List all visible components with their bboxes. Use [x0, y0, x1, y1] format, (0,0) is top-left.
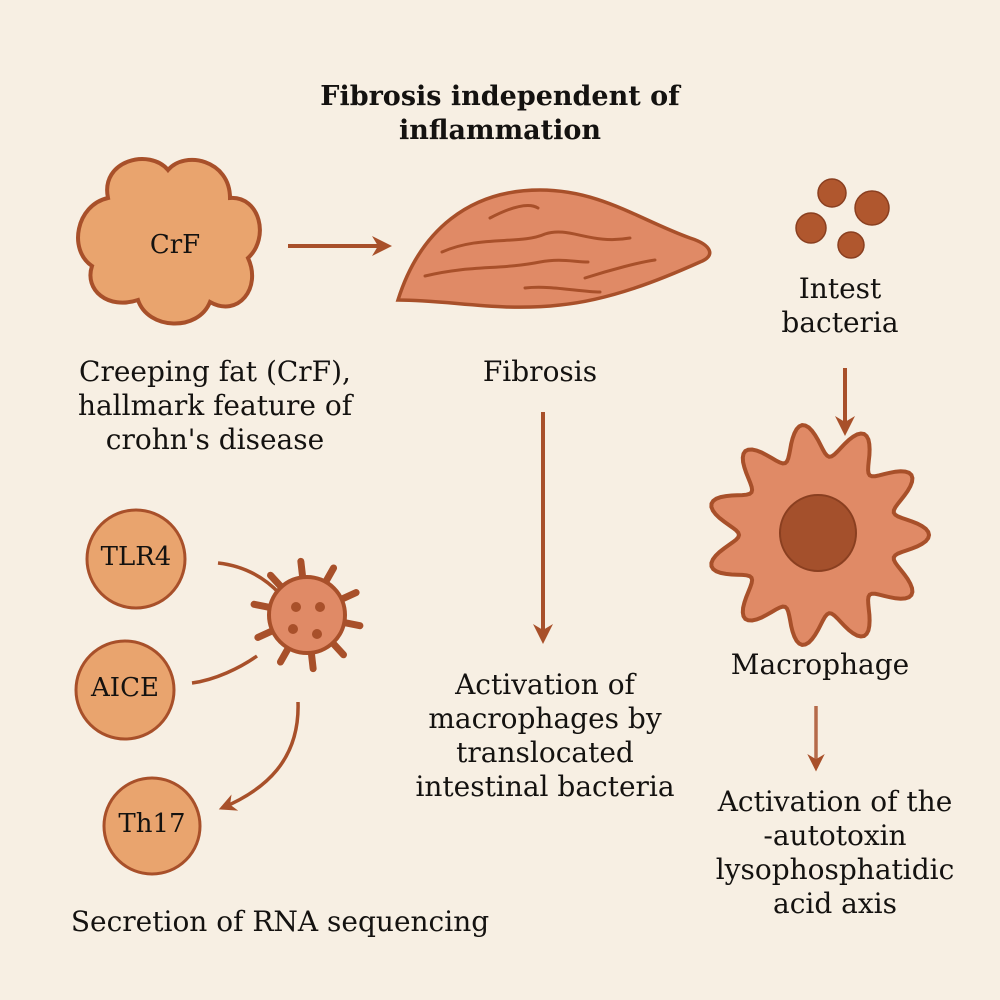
th17-label: Th17 — [118, 809, 186, 839]
arrow-pathogen-to-th17 — [218, 701, 300, 811]
macrophage-cell-shape — [709, 423, 932, 647]
macrophage-caption: Macrophage — [730, 648, 910, 681]
fibrosis-tissue-shape — [395, 188, 712, 309]
bacteria-caption: Intest bacteria — [781, 272, 899, 340]
fibrosis-caption: Fibrosis — [482, 355, 598, 388]
tlr4-node-shape — [85, 508, 187, 610]
th17-node-shape — [102, 776, 202, 876]
connector-aice-to-pathogen — [191, 654, 259, 685]
autotoxin-caption: Activation of the -autotoxin lysophospha… — [715, 785, 955, 921]
macrophage-activation-caption: Activation of macrophages by translocate… — [415, 668, 675, 804]
diagram-title: Fibrosis independent of inflammation — [320, 81, 680, 146]
rna-caption: Secretion of RNA sequencing — [70, 905, 490, 938]
pathogen-icon — [250, 557, 364, 673]
macrophage-nucleus — [779, 494, 857, 572]
intestinal-bacteria-icon — [795, 178, 890, 259]
crf-caption: Creeping fat (CrF), hallmark feature of … — [77, 355, 353, 457]
tlr4-label: TLR4 — [100, 542, 172, 572]
connector-tlr4-to-pathogen — [217, 561, 282, 596]
creeping-fat-shape — [76, 157, 262, 326]
aice-node-shape — [74, 639, 176, 741]
crf-shape-label: CrF — [149, 230, 201, 260]
aice-label: AICE — [91, 673, 159, 703]
